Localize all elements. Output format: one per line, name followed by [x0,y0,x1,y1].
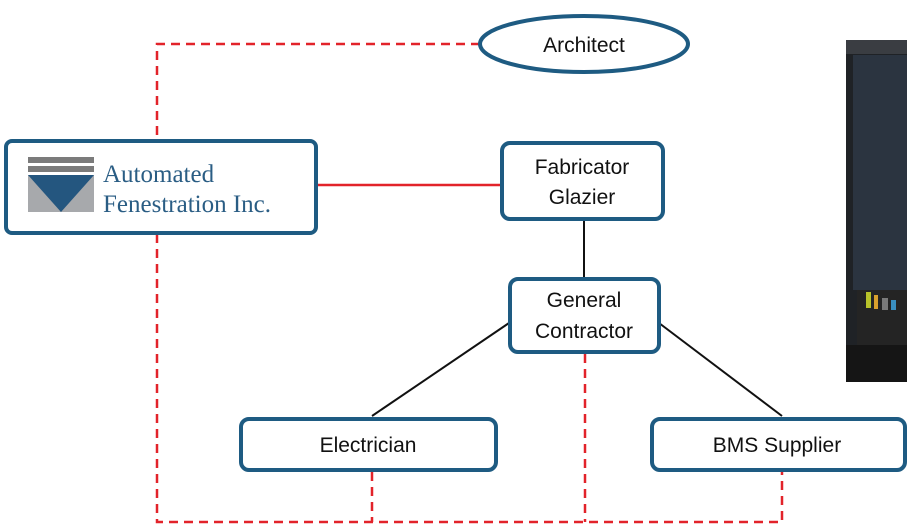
photo-panel [846,40,907,382]
link-gc-electrician [371,322,510,417]
company-logo: Automated Fenestration Inc. [4,139,318,235]
architect-label: Architect [543,34,625,57]
dashed-link-left-down [155,234,784,524]
link-gc-bms [658,322,783,417]
general-contractor-node: General Contractor [508,277,661,354]
fabricator-label-line2: Glazier [549,186,616,209]
electrician-node: Electrician [239,417,498,472]
bms-supplier-node: BMS Supplier [650,417,907,472]
logo-mark-icon [28,157,94,212]
electrician-label: Electrician [320,434,417,457]
tree-links [371,219,783,417]
fabricator-node: Fabricator Glazier [500,141,665,221]
architect-node: Architect [478,14,690,74]
fabricator-label-line1: Fabricator [535,156,630,179]
dashed-links [155,42,784,524]
bms-supplier-label: BMS Supplier [713,434,841,457]
general-contractor-label-line1: General [547,289,622,312]
logo-line-1: Automated [103,161,215,188]
logo-line-2: Fenestration Inc. [103,191,271,218]
general-contractor-label-line2: Contractor [535,320,633,343]
dashed-link-architect-loop [155,42,480,140]
